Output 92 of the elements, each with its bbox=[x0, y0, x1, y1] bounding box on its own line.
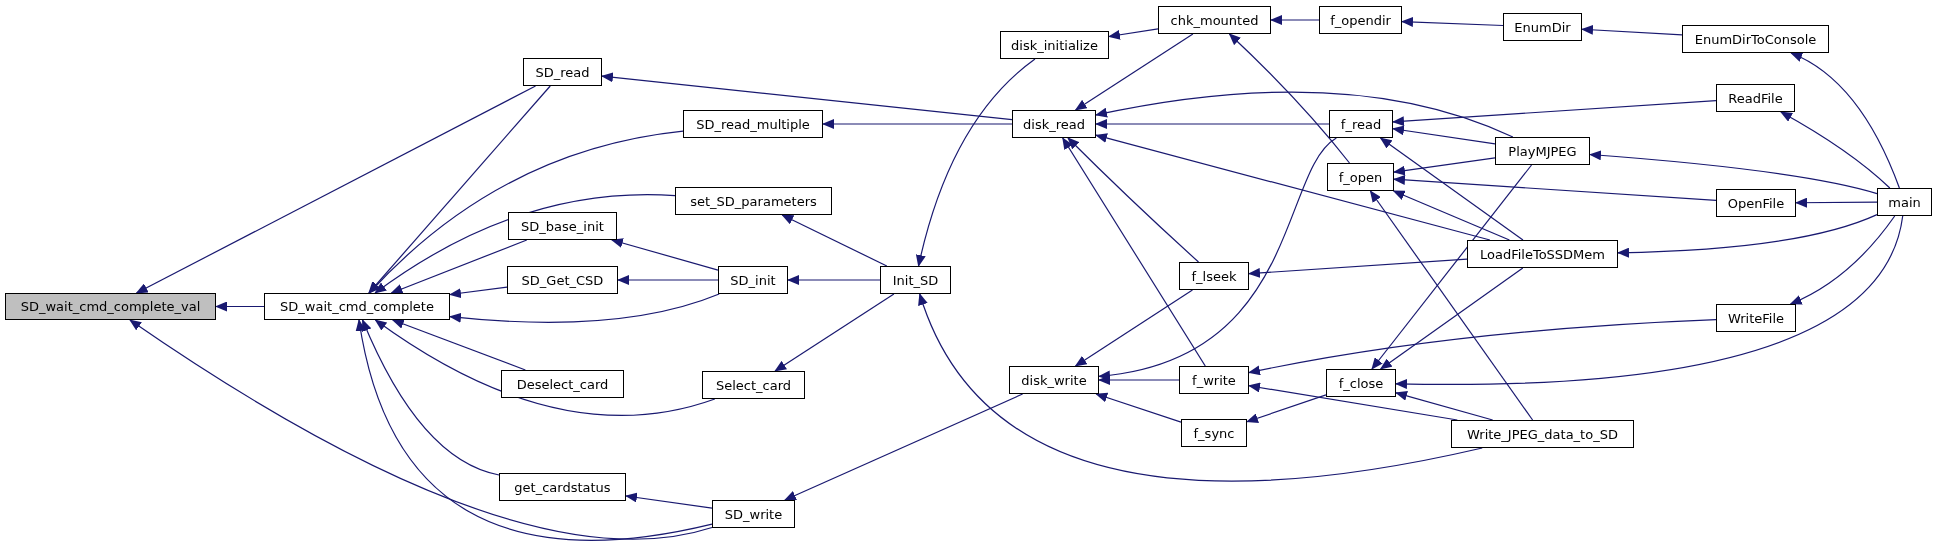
function-box: Select_card bbox=[702, 371, 805, 399]
function-box: WriteFile bbox=[1716, 304, 1796, 332]
function-box: EnumDir bbox=[1503, 13, 1582, 41]
arrow bbox=[784, 393, 1024, 501]
arrow bbox=[1248, 318, 1717, 376]
arrow bbox=[1393, 157, 1496, 176]
arrow bbox=[374, 194, 676, 294]
function-box: f_write bbox=[1179, 366, 1249, 394]
arrow bbox=[1095, 91, 1514, 138]
arrow bbox=[1780, 111, 1891, 189]
arrow bbox=[1067, 137, 1200, 263]
arrow bbox=[390, 239, 528, 294]
function-box: Init_SD bbox=[880, 266, 951, 294]
arrow bbox=[1392, 190, 1510, 241]
arrow bbox=[1371, 164, 1533, 370]
arrow bbox=[1095, 133, 1491, 241]
function-box: SD_write bbox=[712, 500, 795, 528]
arrow bbox=[1108, 28, 1159, 40]
arrow bbox=[1379, 267, 1524, 370]
arrow bbox=[1369, 190, 1534, 421]
function-box: OpenFile bbox=[1716, 189, 1796, 217]
arrow bbox=[601, 72, 1013, 121]
function-box: disk_write bbox=[1009, 366, 1099, 394]
arrow bbox=[1392, 100, 1717, 127]
arrow bbox=[1228, 33, 1351, 164]
arrow bbox=[916, 58, 1036, 267]
arrow bbox=[1095, 119, 1330, 129]
function-box: set_SD_parameters bbox=[675, 187, 832, 215]
arrow bbox=[215, 301, 265, 312]
arrow bbox=[1074, 33, 1194, 111]
arrow bbox=[1790, 52, 1900, 189]
arrow bbox=[787, 275, 881, 285]
arrow bbox=[1098, 375, 1180, 385]
arrow bbox=[1098, 137, 1337, 380]
arrow bbox=[1617, 214, 1878, 258]
function-box: LoadFileToSSDMem bbox=[1467, 240, 1618, 268]
function-box: SD_Get_CSD bbox=[507, 266, 618, 294]
function-box: SD_read_multiple bbox=[683, 110, 823, 138]
function-box: SD_base_init bbox=[508, 212, 617, 240]
arrow bbox=[368, 130, 684, 294]
function-box: SD_wait_cmd_complete bbox=[264, 293, 450, 320]
arrow bbox=[129, 319, 713, 540]
arrow bbox=[1589, 150, 1878, 195]
function-box: EnumDirToConsole bbox=[1682, 25, 1829, 53]
arrow bbox=[1795, 197, 1878, 208]
function-box: SD_read bbox=[523, 58, 602, 86]
arrow bbox=[617, 275, 719, 285]
function-box: f_close bbox=[1326, 369, 1396, 397]
function-box: disk_initialize bbox=[1000, 31, 1109, 59]
arrow bbox=[1095, 392, 1182, 423]
function-box: disk_read bbox=[1012, 110, 1096, 138]
arrow bbox=[781, 214, 888, 267]
function-box: Write_JPEG_data_to_SD bbox=[1451, 420, 1634, 448]
arrow bbox=[391, 319, 526, 371]
function-box: Deselect_card bbox=[501, 370, 624, 398]
arrow bbox=[368, 85, 551, 294]
arrow bbox=[1392, 125, 1496, 145]
function-box: f_sync bbox=[1181, 419, 1247, 447]
arrow bbox=[774, 293, 895, 372]
arrow bbox=[1581, 24, 1683, 36]
arrow bbox=[1395, 215, 1904, 389]
function-box: chk_mounted bbox=[1158, 6, 1271, 34]
arrow bbox=[919, 293, 1483, 482]
function-box: main bbox=[1877, 188, 1932, 216]
function-box: get_cardstatus bbox=[499, 473, 626, 501]
function-box: SD_wait_cmd_complete_val bbox=[5, 293, 216, 320]
arrow bbox=[1246, 394, 1327, 423]
arrow bbox=[135, 85, 537, 294]
arrow bbox=[361, 319, 500, 476]
arrow bbox=[1401, 17, 1504, 27]
arrow bbox=[374, 319, 716, 416]
arrow bbox=[1074, 289, 1194, 367]
arrow bbox=[1062, 137, 1206, 367]
arrow bbox=[1270, 15, 1320, 25]
function-box: f_opendir bbox=[1319, 6, 1402, 34]
arrow bbox=[625, 492, 713, 509]
arrow bbox=[1393, 174, 1717, 201]
arrow bbox=[1379, 137, 1524, 241]
arrow bbox=[610, 238, 719, 271]
function-box: ReadFile bbox=[1716, 84, 1795, 112]
arrow bbox=[822, 119, 1013, 129]
arrow bbox=[356, 319, 713, 541]
function-box: f_open bbox=[1327, 163, 1394, 191]
arrow bbox=[1248, 258, 1468, 278]
arrow bbox=[1395, 391, 1494, 421]
function-box: SD_init bbox=[718, 266, 788, 294]
arrow bbox=[449, 293, 720, 323]
arrow bbox=[449, 286, 508, 299]
function-box: PlayMJPEG bbox=[1495, 137, 1590, 165]
arrow bbox=[1789, 215, 1896, 305]
function-box: f_read bbox=[1329, 110, 1393, 138]
function-box: f_lseek bbox=[1179, 262, 1249, 290]
